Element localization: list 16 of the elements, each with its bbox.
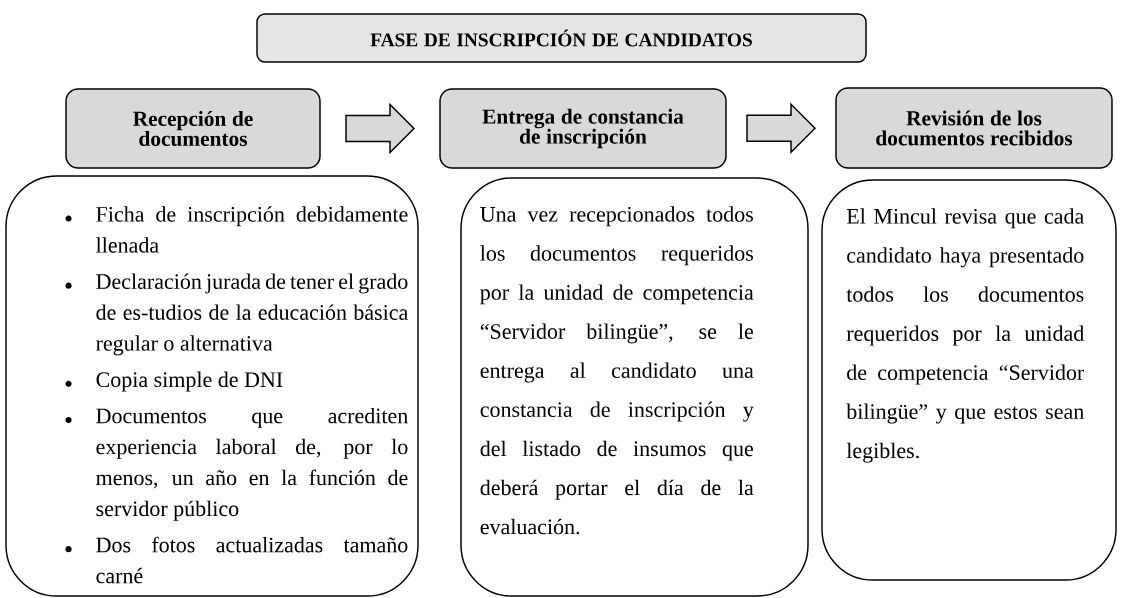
list-item: Declaración jurada de tener el grado de es-tudios de la educación básica regular o alternativa bbox=[96, 273, 408, 356]
title-box: FASE DE INSCRIPCIÓN DE CANDIDATOS bbox=[256, 13, 867, 63]
block-arrow bbox=[746, 102, 817, 154]
step-box: Entrega de constancia de inscripción bbox=[439, 88, 727, 169]
step-box: Recepción de documentos bbox=[65, 88, 321, 169]
body-text: El Mincul revisa que cada candidato haya presentado todos los documentos requeridos por la unidad de competencia “Servidor bilingüe” y que estos sean legibles. bbox=[846, 208, 1085, 463]
step-box: Revisión de los documentos recibidos bbox=[835, 87, 1113, 169]
rounded-box bbox=[821, 179, 1117, 581]
list-item: Ficha de inscripción debidamente llenada bbox=[96, 206, 408, 253]
rounded-box bbox=[5, 175, 419, 597]
body-text: Una vez recepcionados todos los documentos requeridos por la unidad de competencia “Servidor bilingüe”, se le entrega al candidato una constancia de inscripción y del listado de insumos que deberá portar el día de la evaluación. bbox=[480, 206, 754, 535]
list-item: Documentos que acrediten experiencia laboral de, por lo menos, un año en la función de servidor público bbox=[96, 407, 408, 521]
rounded-box bbox=[460, 177, 809, 597]
block-arrow bbox=[345, 102, 416, 155]
list-item: Copia simple de DNI bbox=[96, 371, 283, 392]
list-item: Dos fotos actualizadas tamaño carné bbox=[96, 536, 408, 584]
